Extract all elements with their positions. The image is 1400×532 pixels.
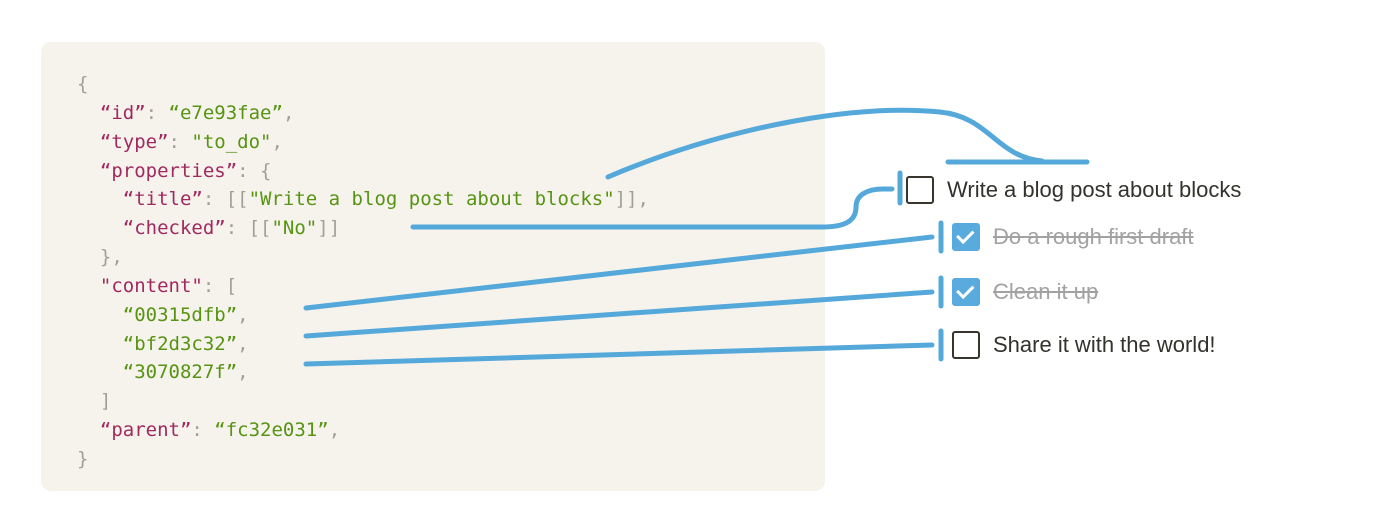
code-line: "content": [ — [99, 274, 238, 297]
code-line: “bf2d3c32”, — [122, 332, 249, 355]
todo-checkbox-checked[interactable] — [952, 278, 980, 306]
todo-item: Do a rough first draft — [952, 223, 1194, 251]
code-line: “parent”: “fc32e031”, — [99, 419, 341, 442]
todo-checkbox-unchecked[interactable] — [952, 331, 980, 359]
code-line: “type”: "to_do", — [99, 130, 283, 153]
code-line: “00315dfb”, — [122, 303, 249, 326]
code-line: “3070827f”, — [122, 361, 249, 384]
todo-item: Share it with the world! — [952, 331, 1216, 359]
code-line: “title”: [["Write a blog post about bloc… — [122, 188, 649, 211]
code-line: “id”: “e7e93fae”, — [99, 101, 295, 124]
code-line: “checked”: [["No"]] — [122, 217, 341, 240]
check-icon — [956, 225, 975, 245]
todo-item-label: Clean it up — [993, 279, 1099, 304]
code-line: ] — [77, 390, 112, 413]
todo-item: Write a blog post about blocks — [906, 176, 1241, 204]
check-icon — [956, 280, 975, 300]
todo-item-label: Write a blog post about blocks — [947, 177, 1242, 202]
code-block: { “id”: “e7e93fae”, “type”: "to_do", “pr… — [77, 70, 649, 474]
todo-item: Clean it up — [952, 278, 1098, 306]
todo-checkbox-unchecked[interactable] — [906, 176, 934, 204]
code-line: }, — [77, 246, 123, 269]
code-line: “properties”: { — [99, 159, 272, 182]
todo-item-label: Share it with the world! — [993, 332, 1216, 357]
todo-checkbox-checked[interactable] — [952, 223, 980, 251]
code-line: } — [77, 447, 89, 470]
todo-item-label: Do a rough first draft — [993, 224, 1194, 249]
code-line: { — [77, 73, 89, 95]
